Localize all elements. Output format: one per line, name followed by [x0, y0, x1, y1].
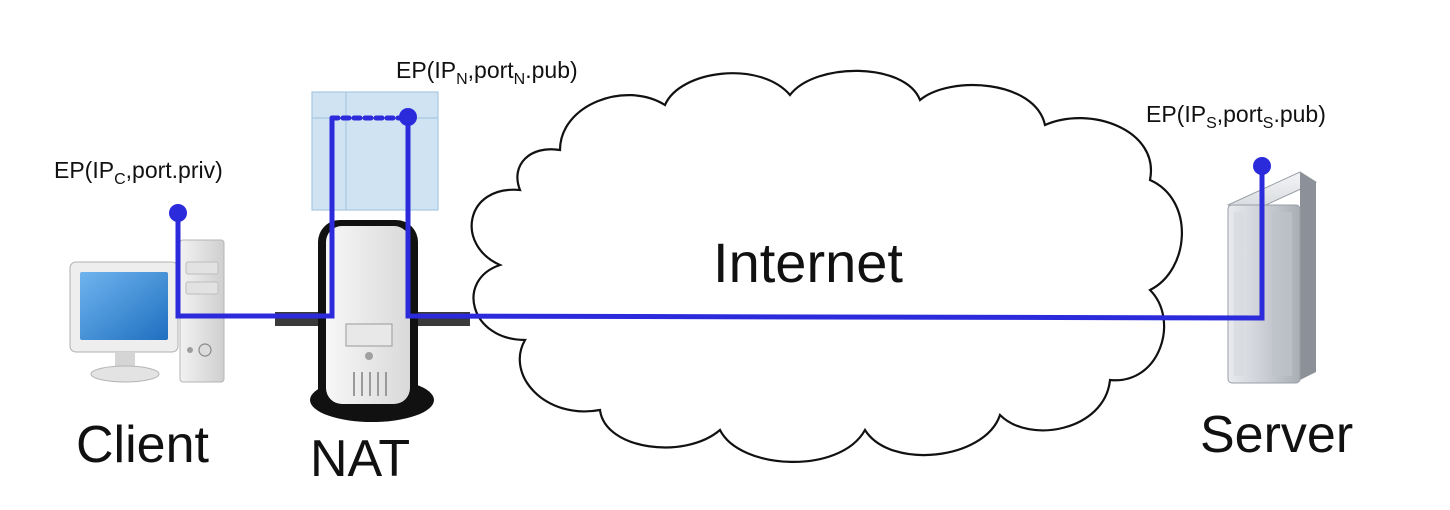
- client-label: Client: [76, 416, 209, 474]
- client-endpoint-label: EP(IPC,port.priv): [54, 157, 223, 188]
- server-tower-icon: [1226, 171, 1318, 384]
- nat-endpoint-label: EP(IPN,portN.pub): [396, 57, 578, 88]
- nat-server-link: [405, 115, 1265, 321]
- client-nat-link: [175, 115, 335, 319]
- internet-label: Internet: [713, 231, 903, 294]
- nat-endpoint-dot: [399, 108, 417, 126]
- server-label: Server: [1200, 406, 1353, 464]
- desktop-computer-icon: [69, 239, 225, 383]
- connection-links: [175, 115, 1265, 321]
- server-endpoint-label: EP(IPS,portS.pub): [1146, 101, 1326, 132]
- client-endpoint-dot: [169, 204, 187, 222]
- internet-cloud-icon: [470, 69, 1183, 463]
- nat-router-icon: [275, 91, 470, 422]
- server-endpoint-dot: [1253, 157, 1271, 175]
- nat-label: NAT: [310, 430, 410, 488]
